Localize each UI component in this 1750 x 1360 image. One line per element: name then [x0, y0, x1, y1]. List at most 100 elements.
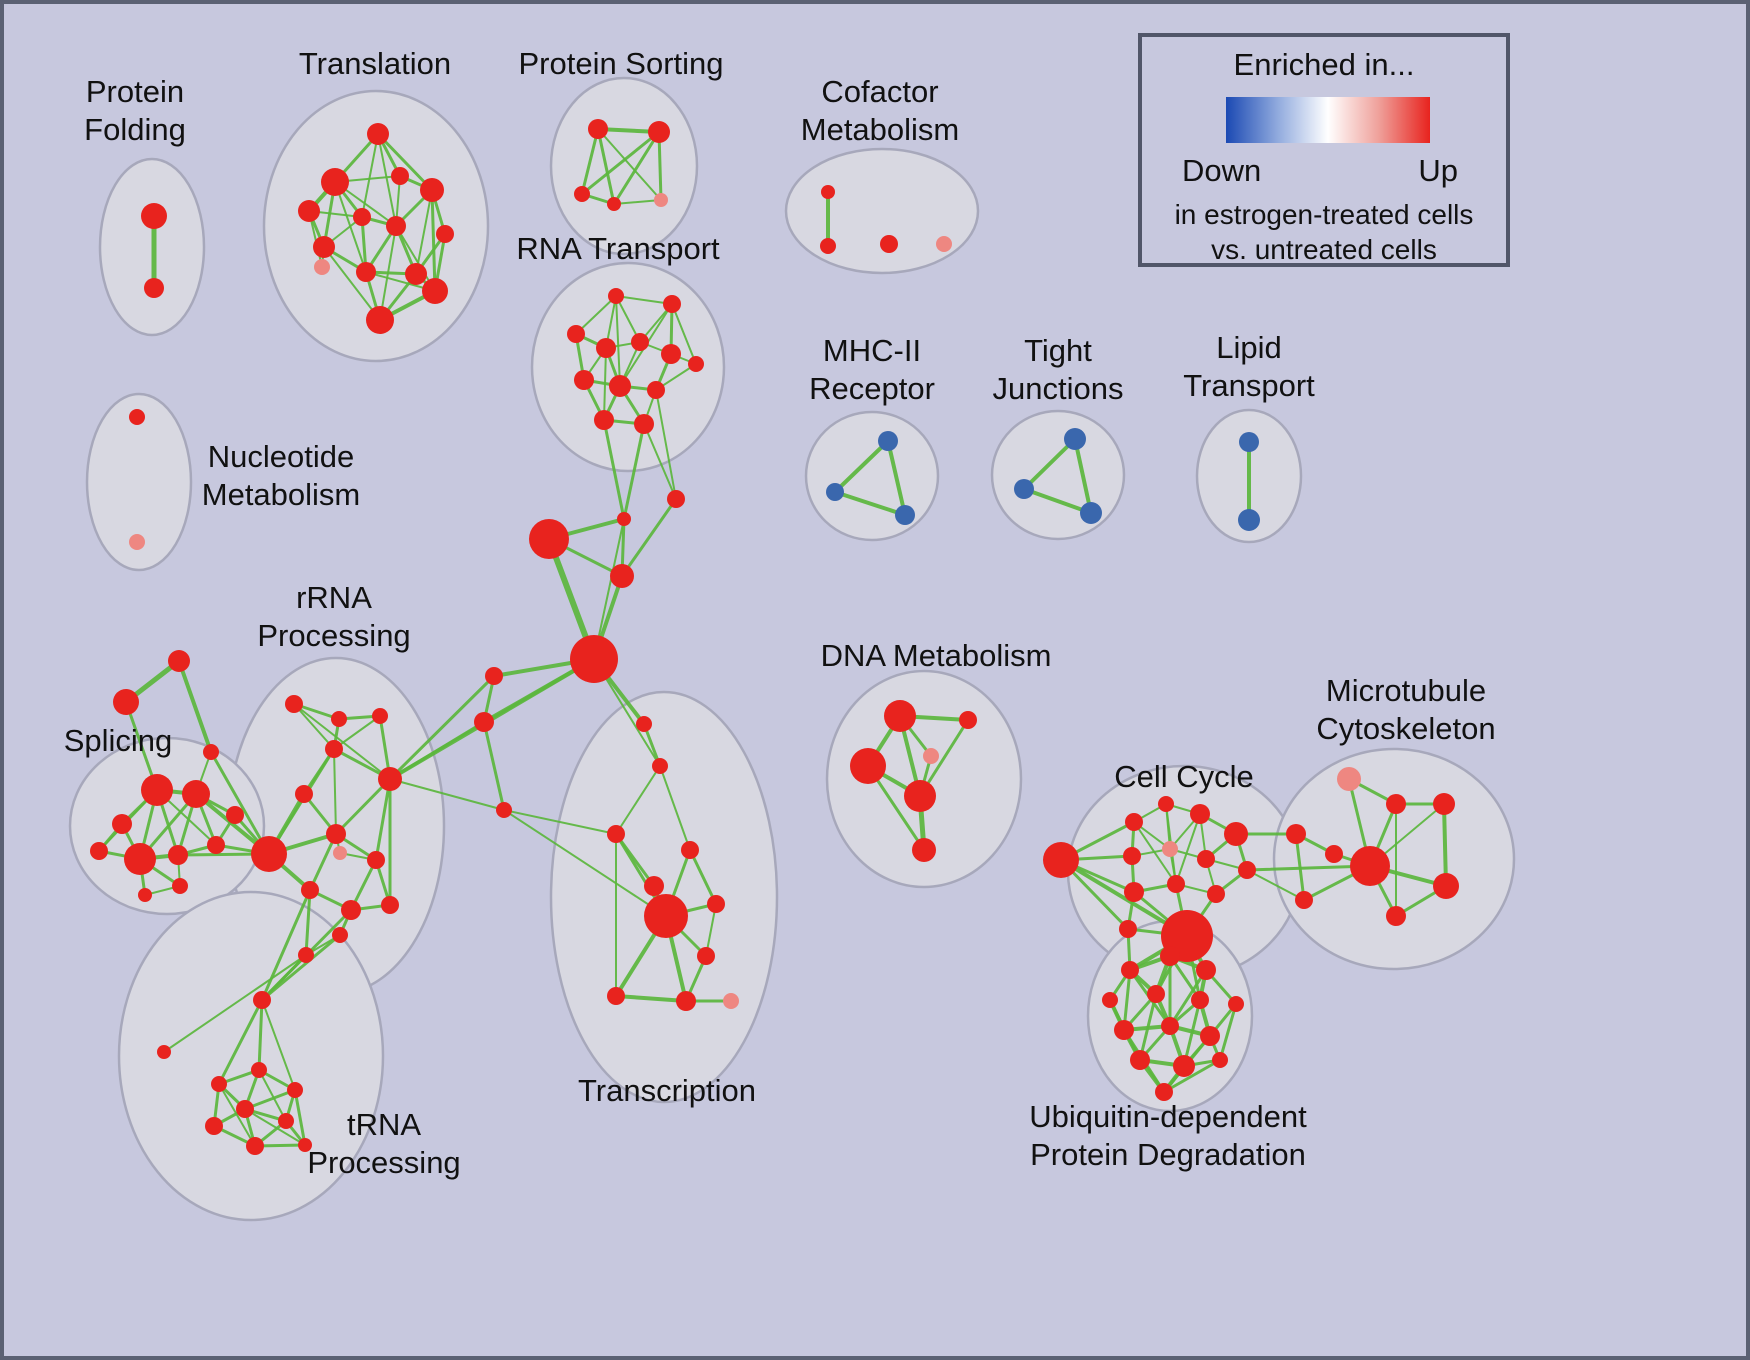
edge	[217, 998, 264, 1086]
node	[636, 716, 652, 732]
edge	[333, 715, 381, 750]
edge	[613, 199, 662, 205]
edge	[258, 1069, 287, 1122]
edge	[333, 748, 337, 835]
node	[681, 841, 699, 859]
node	[1337, 767, 1361, 791]
node	[112, 814, 132, 834]
node	[661, 344, 681, 364]
edge	[643, 423, 677, 500]
edge	[659, 765, 691, 851]
node	[295, 785, 313, 803]
node	[707, 895, 725, 913]
node	[405, 263, 427, 285]
node	[607, 197, 621, 211]
node	[1191, 991, 1209, 1009]
edge	[1218, 1002, 1238, 1062]
cluster-ellipse-cofactor-metabolism	[784, 147, 980, 275]
node	[157, 1045, 171, 1059]
node	[298, 1138, 312, 1152]
node	[1433, 873, 1459, 899]
edge	[260, 888, 312, 1002]
edge	[293, 703, 335, 750]
node	[205, 1117, 223, 1135]
cluster-ellipse-trna-processing	[117, 890, 385, 1222]
node	[168, 845, 188, 865]
edge	[620, 497, 678, 578]
edge	[580, 127, 600, 196]
node	[1064, 428, 1086, 450]
node	[1147, 985, 1165, 1003]
node	[567, 325, 585, 343]
node	[880, 235, 898, 253]
node	[366, 306, 394, 334]
node	[1173, 1055, 1195, 1077]
edge	[886, 439, 907, 517]
node	[141, 203, 167, 229]
node	[631, 333, 649, 351]
node	[648, 121, 670, 143]
edge	[615, 295, 621, 387]
node	[609, 375, 631, 397]
node	[607, 987, 625, 1005]
node	[1125, 813, 1143, 831]
node	[90, 842, 108, 860]
node	[211, 1076, 227, 1092]
edge	[655, 389, 677, 500]
edge	[376, 132, 434, 192]
node	[236, 1100, 254, 1118]
node	[301, 881, 319, 899]
node	[884, 700, 916, 732]
edge	[1175, 813, 1201, 885]
node	[634, 414, 654, 434]
edge	[597, 128, 662, 201]
edge	[334, 777, 392, 836]
node	[332, 927, 348, 943]
edge	[260, 953, 308, 1002]
node	[1043, 842, 1079, 878]
edge	[177, 659, 213, 754]
edge	[304, 888, 312, 957]
edge	[1073, 437, 1093, 515]
node	[353, 208, 371, 226]
node	[644, 894, 688, 938]
node	[246, 1137, 264, 1155]
edge	[293, 1088, 307, 1147]
cluster-ellipse-protein-sorting	[549, 76, 699, 256]
node	[1325, 845, 1343, 863]
node	[420, 178, 444, 202]
edge	[1162, 1058, 1222, 1094]
node	[129, 409, 145, 425]
edge	[622, 422, 646, 521]
edge	[293, 703, 391, 780]
legend-box: Enriched in... Down Up in estrogen-treat…	[1138, 33, 1510, 267]
node	[1102, 992, 1118, 1008]
node	[1161, 1017, 1179, 1035]
legend-subtitle-line1: in estrogen-treated cells	[1174, 199, 1474, 230]
node	[1160, 946, 1180, 966]
node	[356, 262, 376, 282]
node	[386, 216, 406, 236]
node	[313, 236, 335, 258]
node	[596, 338, 616, 358]
cluster-ellipse-tight-junctions	[990, 409, 1126, 541]
node	[168, 650, 190, 672]
node	[1295, 891, 1313, 909]
edge	[415, 189, 433, 275]
node	[1158, 796, 1174, 812]
edge	[323, 246, 381, 321]
node	[436, 225, 454, 243]
edge	[260, 933, 342, 1002]
node	[287, 1082, 303, 1098]
node	[652, 758, 668, 774]
node	[251, 1062, 267, 1078]
node	[912, 838, 936, 862]
node	[826, 483, 844, 501]
node	[474, 712, 494, 732]
node	[253, 991, 271, 1009]
node	[331, 711, 347, 727]
node	[341, 900, 361, 920]
node	[325, 740, 343, 758]
edge	[430, 188, 437, 293]
